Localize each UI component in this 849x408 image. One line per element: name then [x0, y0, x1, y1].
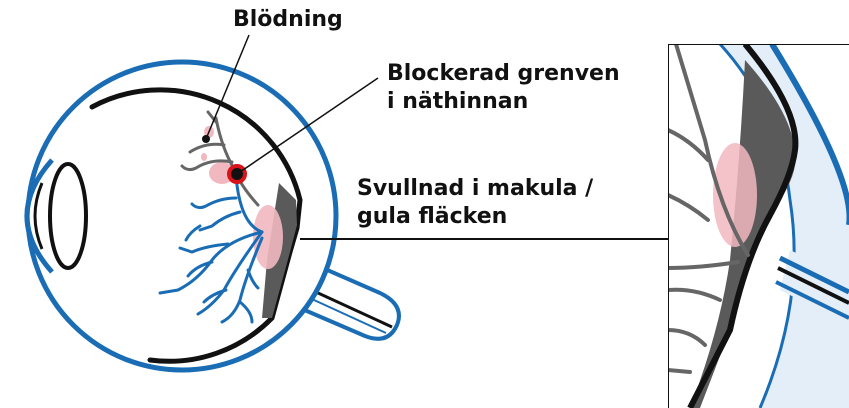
hemorrhage-drop-small	[201, 153, 207, 161]
label-macula-line1: Svullnad i makula /	[357, 176, 593, 201]
label-macula-swelling: Svullnad i makula / gula fläcken	[357, 175, 593, 231]
label-bleeding: Blödning	[233, 6, 343, 34]
label-macula-line2: gula fläcken	[357, 204, 507, 229]
label-blocked-vein: Blockerad grenven i näthinnan	[387, 60, 620, 116]
label-blocked-vein-line1: Blockerad grenven	[387, 61, 620, 86]
zoom-inset	[668, 44, 849, 408]
lens	[50, 164, 86, 268]
blockage-marker	[229, 166, 245, 182]
label-blocked-vein-line2: i näthinnan	[387, 89, 528, 114]
